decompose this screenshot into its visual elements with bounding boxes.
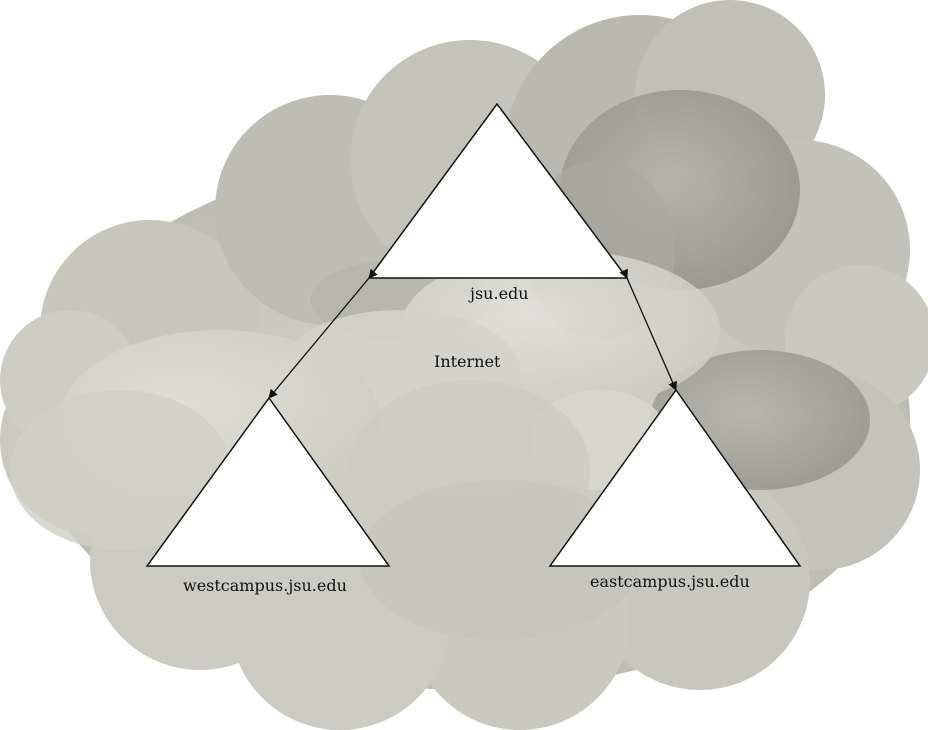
domain-triangle-root	[367, 102, 629, 279]
cloud-label: Internet	[434, 352, 501, 371]
domain-label-east: eastcampus.jsu.edu	[590, 572, 750, 591]
trust-arrow-root-east	[619, 268, 677, 391]
trust-arrow-root-west	[268, 268, 378, 399]
domain-label-west: westcampus.jsu.edu	[183, 576, 347, 595]
domain-label-root: jsu.edu	[470, 284, 529, 303]
domain-triangle-east	[548, 388, 802, 567]
domain-triangle-west	[145, 396, 391, 567]
